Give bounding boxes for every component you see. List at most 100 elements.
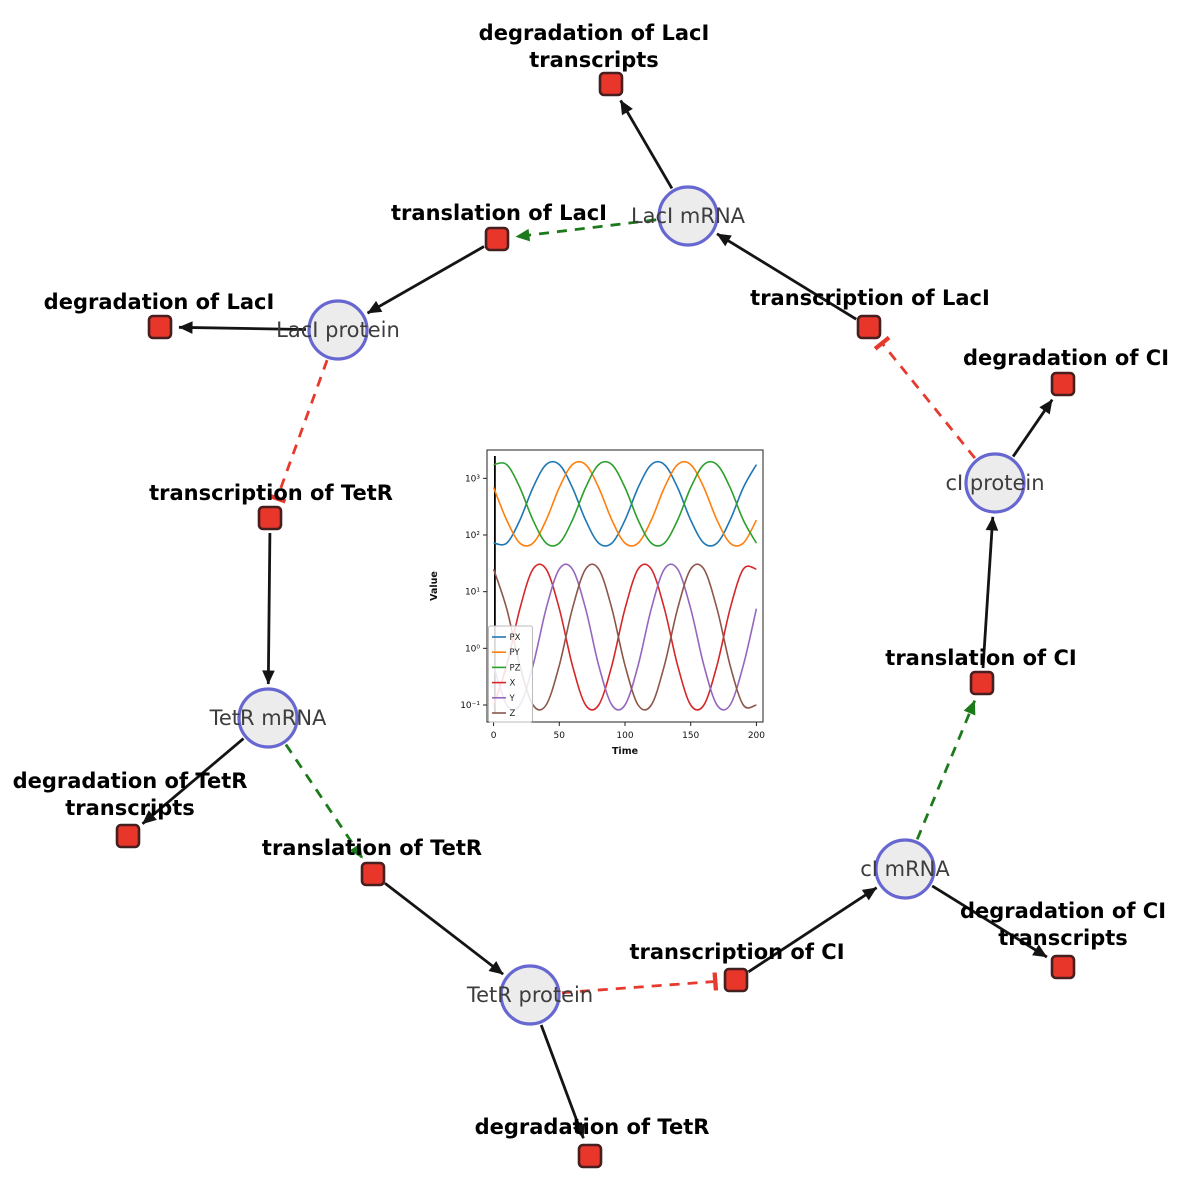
reaction-square-translation-of-tetr[interactable]	[360, 861, 386, 887]
y-tick-label: 10²	[465, 531, 480, 541]
reaction-label-transcription-of-laci: transcription of LacI	[750, 286, 990, 310]
reaction-node-degradation-of-tetr-transcripts[interactable]	[115, 823, 141, 849]
edge-inhibition-ci-protein-to-transcription-of-laci	[873, 335, 976, 459]
x-tick-label: 0	[491, 731, 497, 741]
species-label-laci-mrna: LacI mRNA	[631, 204, 746, 228]
reaction-square-degradation-of-laci[interactable]	[147, 314, 173, 340]
reaction-square-degradation-of-tetr[interactable]	[577, 1143, 603, 1169]
y-axis-label: Value	[429, 571, 440, 601]
edge-consumption-laci-protein-to-degradation-of-laci	[178, 321, 307, 334]
chart-curves	[492, 460, 758, 711]
species-circle-laci-protein[interactable]	[307, 299, 369, 361]
reaction-square-degradation-of-laci-transcripts[interactable]	[598, 71, 624, 97]
reaction-square-transcription-of-laci[interactable]	[856, 314, 882, 340]
reaction-node-degradation-of-tetr[interactable]	[577, 1143, 603, 1169]
edge-production-transcription-of-laci-to-laci-mrna	[716, 232, 857, 321]
edge-consumption-ci-mrna-to-degradation-of-ci-transcripts	[931, 884, 1048, 959]
reaction-node-transcription-of-tetr[interactable]	[257, 505, 283, 531]
edge-modifier-ci-mrna-to-translation-of-ci	[915, 700, 976, 840]
species-node-laci-mrna[interactable]	[657, 185, 719, 247]
edge-inhibition-laci-protein-to-transcription-of-tetr	[267, 359, 329, 504]
series-Z	[492, 563, 757, 711]
x-tick-label: 100	[616, 731, 633, 741]
species-node-tetr-protein[interactable]	[499, 964, 561, 1026]
species-circle-ci-protein[interactable]	[964, 452, 1026, 514]
series-PX	[493, 460, 758, 547]
reaction-square-degradation-of-ci[interactable]	[1050, 371, 1076, 397]
species-label-tetr-mrna: TetR mRNA	[209, 706, 327, 730]
edge-inhibition-tetr-protein-to-transcription-of-ci	[561, 972, 719, 995]
edge-modifier-tetr-mrna-to-translation-of-tetr	[284, 743, 364, 859]
edges-layer	[141, 99, 1054, 1139]
reaction-node-transcription-of-laci[interactable]	[856, 314, 882, 340]
species-label-ci-mrna: cI mRNA	[860, 857, 950, 881]
series-Y	[492, 563, 758, 711]
edge-production-translation-of-ci-to-ci-protein	[981, 516, 999, 669]
reaction-square-transcription-of-ci[interactable]	[723, 967, 749, 993]
reaction-square-translation-of-ci[interactable]	[969, 670, 995, 696]
species-node-ci-protein[interactable]	[964, 452, 1026, 514]
nodes-layer	[115, 71, 1076, 1169]
reaction-node-translation-of-tetr[interactable]	[360, 861, 386, 887]
reaction-node-transcription-of-ci[interactable]	[723, 967, 749, 993]
edge-production-transcription-of-tetr-to-tetr-mrna	[262, 532, 275, 685]
species-label-tetr-protein: TetR protein	[466, 983, 593, 1007]
legend-entry-Z: Z	[510, 709, 516, 719]
reaction-square-transcription-of-tetr[interactable]	[257, 505, 283, 531]
x-tick-label: 50	[554, 731, 566, 741]
reaction-node-translation-of-laci[interactable]	[484, 226, 510, 252]
reaction-label-degradation-of-ci: degradation of CI	[963, 346, 1169, 370]
x-tick-label: 200	[748, 731, 765, 741]
x-axis-label: Time	[612, 746, 638, 757]
legend-entry-PY: PY	[510, 648, 521, 658]
species-node-tetr-mrna[interactable]	[237, 687, 299, 749]
reaction-label-degradation-of-laci: degradation of LacI	[44, 290, 275, 314]
reaction-label-transcription-of-tetr: transcription of TetR	[149, 481, 393, 505]
y-tick-label: 10⁰	[465, 644, 480, 654]
legend-entry-Y: Y	[509, 694, 516, 704]
species-label-laci-protein: LacI protein	[276, 318, 400, 342]
reaction-node-degradation-of-laci-transcripts[interactable]	[598, 71, 624, 97]
species-circle-tetr-protein[interactable]	[499, 964, 561, 1026]
edge-consumption-laci-mrna-to-degradation-of-laci-transcripts	[619, 99, 674, 190]
reaction-square-degradation-of-tetr-transcripts[interactable]	[115, 823, 141, 849]
reaction-node-translation-of-ci[interactable]	[969, 670, 995, 696]
species-node-ci-mrna[interactable]	[874, 838, 936, 900]
reaction-node-degradation-of-laci[interactable]	[147, 314, 173, 340]
x-tick-label: 150	[682, 731, 699, 741]
edge-consumption-ci-protein-to-degradation-of-ci	[1011, 398, 1054, 458]
series-X	[492, 563, 757, 711]
y-tick-label: 10⁻¹	[460, 701, 480, 711]
series-PY	[492, 460, 758, 547]
legend-entry-PX: PX	[510, 633, 521, 643]
edge-production-translation-of-tetr-to-tetr-protein	[384, 882, 504, 976]
reaction-node-degradation-of-ci-transcripts[interactable]	[1050, 954, 1076, 980]
legend-entry-PZ: PZ	[510, 663, 521, 673]
reaction-square-degradation-of-ci-transcripts[interactable]	[1050, 954, 1076, 980]
y-tick-label: 10³	[465, 474, 480, 484]
reaction-label-translation-of-laci: translation of LacI	[391, 201, 607, 225]
species-label-ci-protein: cI protein	[945, 471, 1044, 495]
species-circle-tetr-mrna[interactable]	[237, 687, 299, 749]
reaction-label-degradation-of-tetr: degradation of TetR	[475, 1115, 710, 1139]
edge-modifier-laci-mrna-to-translation-of-laci	[515, 218, 657, 242]
reaction-label-transcription-of-ci: transcription of CI	[629, 940, 844, 964]
reaction-square-translation-of-laci[interactable]	[484, 226, 510, 252]
series-PZ	[493, 460, 758, 547]
species-circle-laci-mrna[interactable]	[657, 185, 719, 247]
species-circle-ci-mrna[interactable]	[874, 838, 936, 900]
reaction-label-translation-of-ci: translation of CI	[885, 646, 1076, 670]
edge-consumption-tetr-protein-to-degradation-of-tetr	[539, 1024, 585, 1139]
reaction-label-translation-of-tetr: translation of TetR	[262, 836, 482, 860]
reaction-node-degradation-of-ci[interactable]	[1050, 371, 1076, 397]
species-node-laci-protein[interactable]	[307, 299, 369, 361]
edge-production-transcription-of-ci-to-ci-mrna	[747, 886, 878, 973]
